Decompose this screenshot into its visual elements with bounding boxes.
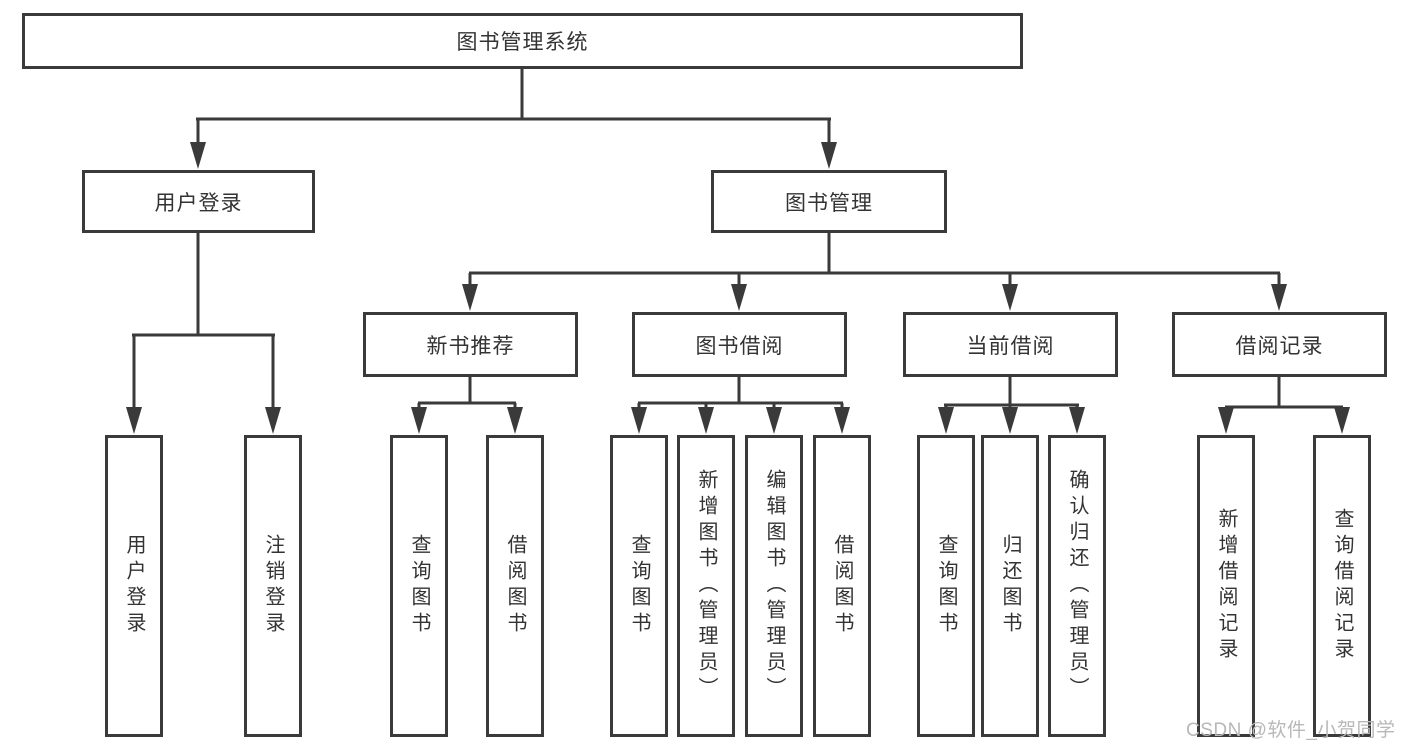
leaf-borrow-query: 查询图书 [610,435,668,737]
leaf-newbook-query-label: 查询图书 [408,534,430,638]
leaf-current-confirm: 确认归还（管理员） [1048,435,1106,737]
node-borrow-records-label: 借阅记录 [1235,334,1324,358]
leaf-record-add-label: 新增借阅记录 [1215,508,1237,664]
node-user-login: 用户登录 [82,170,315,233]
leaf-borrow-add-label: 新增图书（管理员） [695,469,717,703]
leaf-borrow-query-label: 查询图书 [628,534,650,638]
node-book-borrow: 图书借阅 [632,312,847,377]
leaf-record-query-label: 查询借阅记录 [1331,508,1353,664]
leaf-logout: 注销登录 [244,435,302,737]
leaf-current-return: 归还图书 [981,435,1039,737]
node-book-borrow-label: 图书借阅 [695,334,784,358]
leaf-newbook-query: 查询图书 [390,435,448,737]
watermark: CSDN @软件_小贺同学 [1186,720,1396,741]
node-borrow-records: 借阅记录 [1172,312,1387,377]
leaf-borrow-borrow-label: 借阅图书 [831,534,853,638]
arrowheads [126,142,1350,434]
leaf-newbook-borrow-label: 借阅图书 [504,534,526,638]
node-new-book-recommend: 新书推荐 [363,312,578,377]
leaf-current-confirm-label: 确认归还（管理员） [1066,469,1088,703]
node-root-label: 图书管理系统 [456,31,589,54]
leaf-user-login: 用户登录 [105,435,163,737]
leaf-borrow-add: 新增图书（管理员） [677,435,735,737]
leaf-borrow-edit-label: 编辑图书（管理员） [763,469,785,703]
node-new-book-recommend-label: 新书推荐 [426,334,515,358]
node-root: 图书管理系统 [22,13,1023,69]
leaf-current-return-label: 归还图书 [999,534,1021,638]
leaf-record-add: 新增借阅记录 [1197,435,1255,737]
leaf-record-query: 查询借阅记录 [1313,435,1371,737]
leaf-newbook-borrow: 借阅图书 [486,435,544,737]
node-book-management-label: 图书管理 [785,191,873,215]
leaf-user-login-label: 用户登录 [123,534,145,638]
node-current-borrow: 当前借阅 [903,312,1118,377]
leaf-borrow-borrow: 借阅图书 [813,435,871,737]
node-book-management: 图书管理 [711,170,947,233]
leaf-logout-label: 注销登录 [262,534,284,638]
leaf-current-query-label: 查询图书 [935,534,957,638]
node-user-login-label: 用户登录 [154,191,243,215]
leaf-current-query: 查询图书 [917,435,975,737]
node-current-borrow-label: 当前借阅 [966,334,1055,358]
leaf-borrow-edit: 编辑图书（管理员） [745,435,803,737]
